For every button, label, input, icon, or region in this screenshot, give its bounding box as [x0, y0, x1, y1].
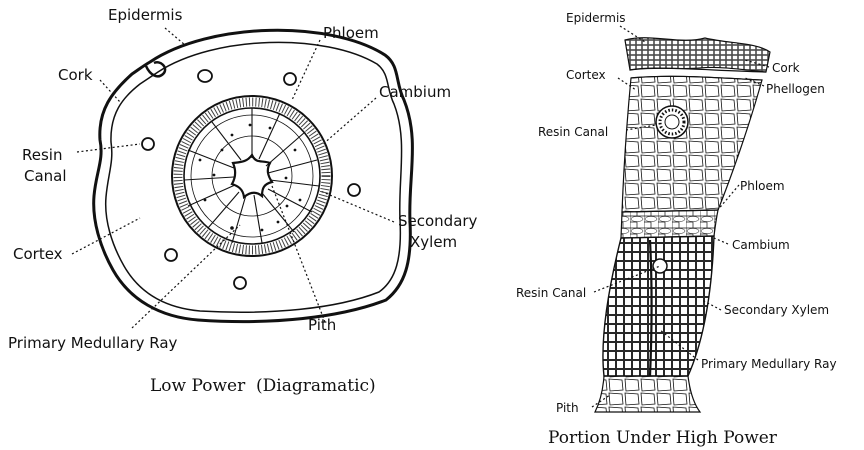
caption-low-power: Low Power (Diagramatic) [150, 376, 376, 396]
hp-label-primary-medullary-ray: Primary Medullary Ray [701, 357, 837, 371]
label-pith: Pith [308, 316, 336, 334]
hp-label-cortex: Cortex [566, 68, 606, 82]
label-epidermis: Epidermis [108, 6, 183, 24]
hp-label-resin-canal-lower: Resin Canal [516, 286, 586, 300]
hp-label-epidermis: Epidermis [566, 11, 626, 25]
hp-phloem [621, 210, 718, 238]
label-resin: Resin [22, 146, 62, 164]
label-primary-medullary-ray: Primary Medullary Ray [8, 334, 178, 352]
hp-label-cork: Cork [772, 61, 800, 75]
hp-pith [595, 376, 700, 412]
high-power-diagram: Epidermis Cork Cortex Phellogen Resin Ca… [516, 11, 837, 448]
outer-epidermis-outline [94, 30, 413, 321]
label-secondary: Secondary [398, 212, 478, 230]
label-phloem: Phloem [323, 24, 379, 42]
label-canal: Canal [24, 167, 67, 185]
caption-high-power: Portion Under High Power [548, 428, 778, 448]
label-cortex: Cortex [13, 245, 63, 263]
hp-cork-band [625, 38, 770, 72]
label-cork: Cork [58, 66, 93, 84]
low-power-diagram: Epidermis Phloem Cork Cambium Resin Cana… [8, 6, 478, 396]
hp-label-phellogen: Phellogen [766, 82, 825, 96]
hp-label-phloem: Phloem [740, 179, 785, 193]
cork-layer-line [106, 42, 402, 312]
xylem-vessel-dots [199, 124, 302, 232]
hp-label-cambium: Cambium [732, 238, 790, 252]
hp-secondary-xylem [603, 236, 714, 376]
label-cambium: Cambium [379, 83, 451, 101]
hp-label-resin-canal-upper: Resin Canal [538, 125, 608, 139]
hp-label-pith: Pith [556, 401, 579, 415]
hp-resin-canal-lower [653, 259, 667, 273]
pith-star [232, 155, 272, 197]
hp-label-secondary-xylem: Secondary Xylem [724, 303, 829, 317]
label-xylem: Xylem [410, 233, 457, 251]
